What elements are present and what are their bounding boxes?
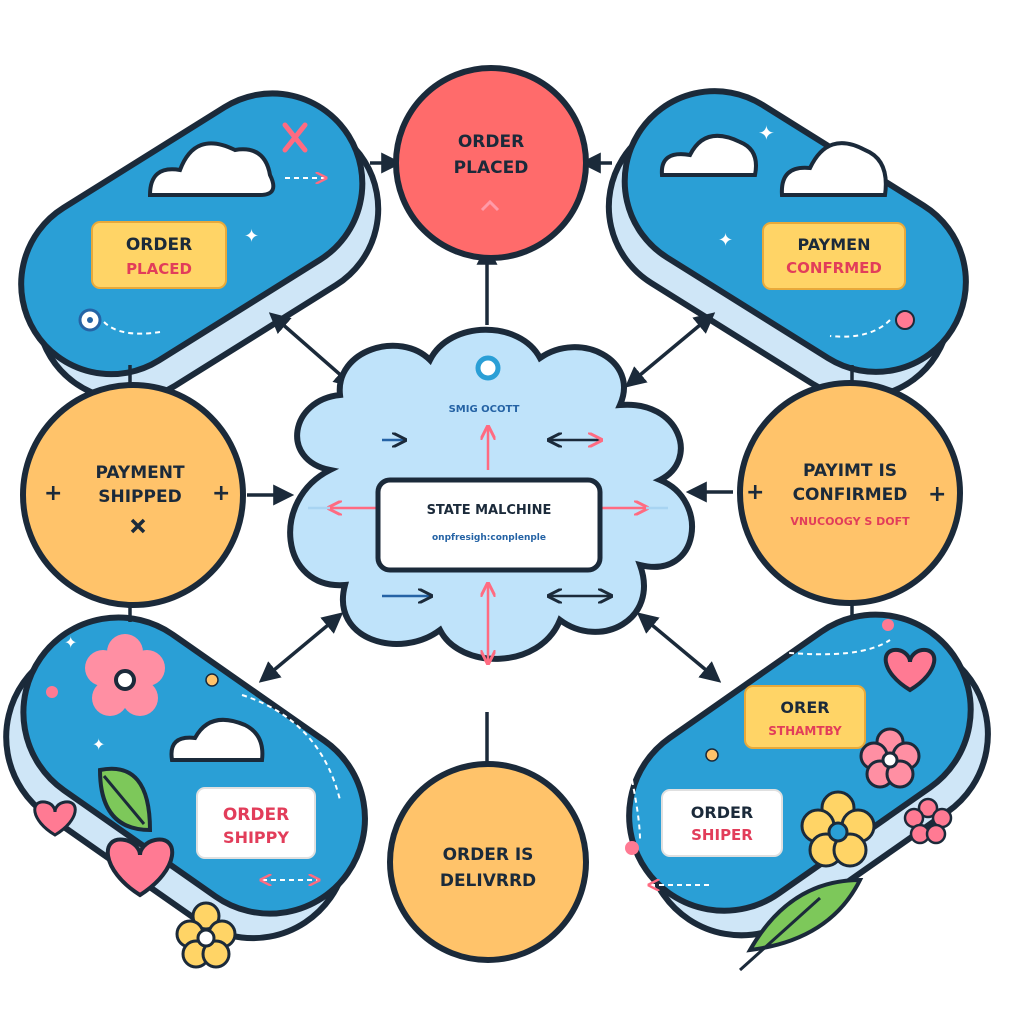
- cloud-icon: [659, 133, 888, 197]
- pill-bl-line1: ORDER: [223, 805, 289, 825]
- heart-icon: [33, 800, 77, 837]
- right-circle-line2: CONFIRMED: [793, 485, 908, 505]
- left-circle-line1: PAYMENT: [95, 463, 184, 483]
- leaf-icon: [97, 766, 153, 833]
- sparkle-icon: ✦: [92, 735, 105, 754]
- heart-icon: [883, 647, 937, 693]
- state-payment-confirmed: PAYIMT IS CONFIRMED VNUCOOGY S DOFT + +: [737, 380, 963, 606]
- center-subtitle: onpfresigh:conplenple: [432, 533, 546, 543]
- flower-icon: [859, 727, 921, 789]
- pill-tr-line1: PAYMEN: [798, 235, 871, 254]
- pill-br-line2: STHAMTBY: [768, 724, 842, 738]
- pill-tl-line1: ORDER: [126, 235, 192, 255]
- state-order-delivered: ORDER IS DELIVRRD: [387, 761, 589, 963]
- label-order-placed-tl: [91, 221, 227, 289]
- flower-icon: [903, 797, 953, 845]
- plus-icon: +: [746, 480, 764, 505]
- plus-icon: +: [44, 481, 62, 506]
- flower-icon: [175, 901, 237, 969]
- sparkle-icon: ✦: [758, 121, 775, 145]
- label-order-shipper-br: [661, 789, 783, 857]
- pill-br-line3: ORDER: [691, 803, 753, 822]
- label-order-shipped-bl: [196, 787, 316, 859]
- pill-bottom-right: ORER STHAMTBY ORDER SHIPER: [625, 611, 991, 972]
- top-circle-line2: PLACED: [454, 158, 529, 178]
- dot-icon: [895, 310, 915, 330]
- plus-icon: +: [212, 481, 230, 506]
- sparkle-icon: ✦: [64, 633, 77, 652]
- pill-br-line1: ORER: [780, 698, 829, 717]
- cloud-icon: [147, 141, 276, 197]
- pill-tr-line2: CONFRMED: [786, 259, 882, 277]
- left-circle-line2: SHIPPED: [98, 487, 181, 507]
- top-circle-line1: ORDER: [458, 132, 524, 152]
- label-payment-confirmed-tr: [762, 222, 906, 290]
- state-order-placed: ORDER PLACED: [393, 65, 589, 261]
- pill-top-right: ✦ ✦ PAYMEN CONFRMED: [605, 88, 969, 401]
- center-cloud: SMIG OCOTT STATE MALCHINE onpfresigh:con…: [287, 326, 695, 662]
- close-icon: [282, 122, 308, 153]
- state-payment-shipped: PAYMENT SHIPPED + +: [20, 382, 246, 608]
- bottom-circle-line1: ORDER IS: [443, 845, 534, 865]
- target-icon: [475, 355, 501, 381]
- flower-icon: [800, 790, 876, 868]
- center-title: STATE MALCHINE: [427, 503, 552, 518]
- pill-br-line4: SHIPER: [691, 826, 753, 844]
- center-title-box: [375, 477, 603, 573]
- cloud-icon: [169, 717, 265, 762]
- flower-icon: [85, 634, 165, 716]
- right-circle-line1: PAYIMT IS: [803, 461, 897, 481]
- pill-top-left: ORDER PLACED ✦: [18, 90, 382, 403]
- plus-icon: +: [928, 482, 946, 507]
- chevron-up-icon: [480, 199, 500, 212]
- leaf-icon: [738, 877, 864, 972]
- heart-icon: [105, 837, 175, 898]
- sparkle-icon: ✦: [718, 230, 733, 251]
- label-order-standby-br: [744, 685, 866, 749]
- center-small-label: SMIG OCOTT: [449, 404, 520, 415]
- pill-bl-line2: SHIPPY: [223, 828, 289, 847]
- close-icon: [130, 518, 146, 534]
- pill-tl-line2: PLACED: [126, 260, 192, 278]
- pill-bottom-left: ✦ ✦ ORDER SHIPPY: [3, 614, 368, 969]
- bottom-circle-line2: DELIVRRD: [440, 871, 536, 891]
- sparkle-icon: ✦: [244, 226, 259, 247]
- right-circle-line3: VNUCOOGY S DOFT: [790, 515, 910, 528]
